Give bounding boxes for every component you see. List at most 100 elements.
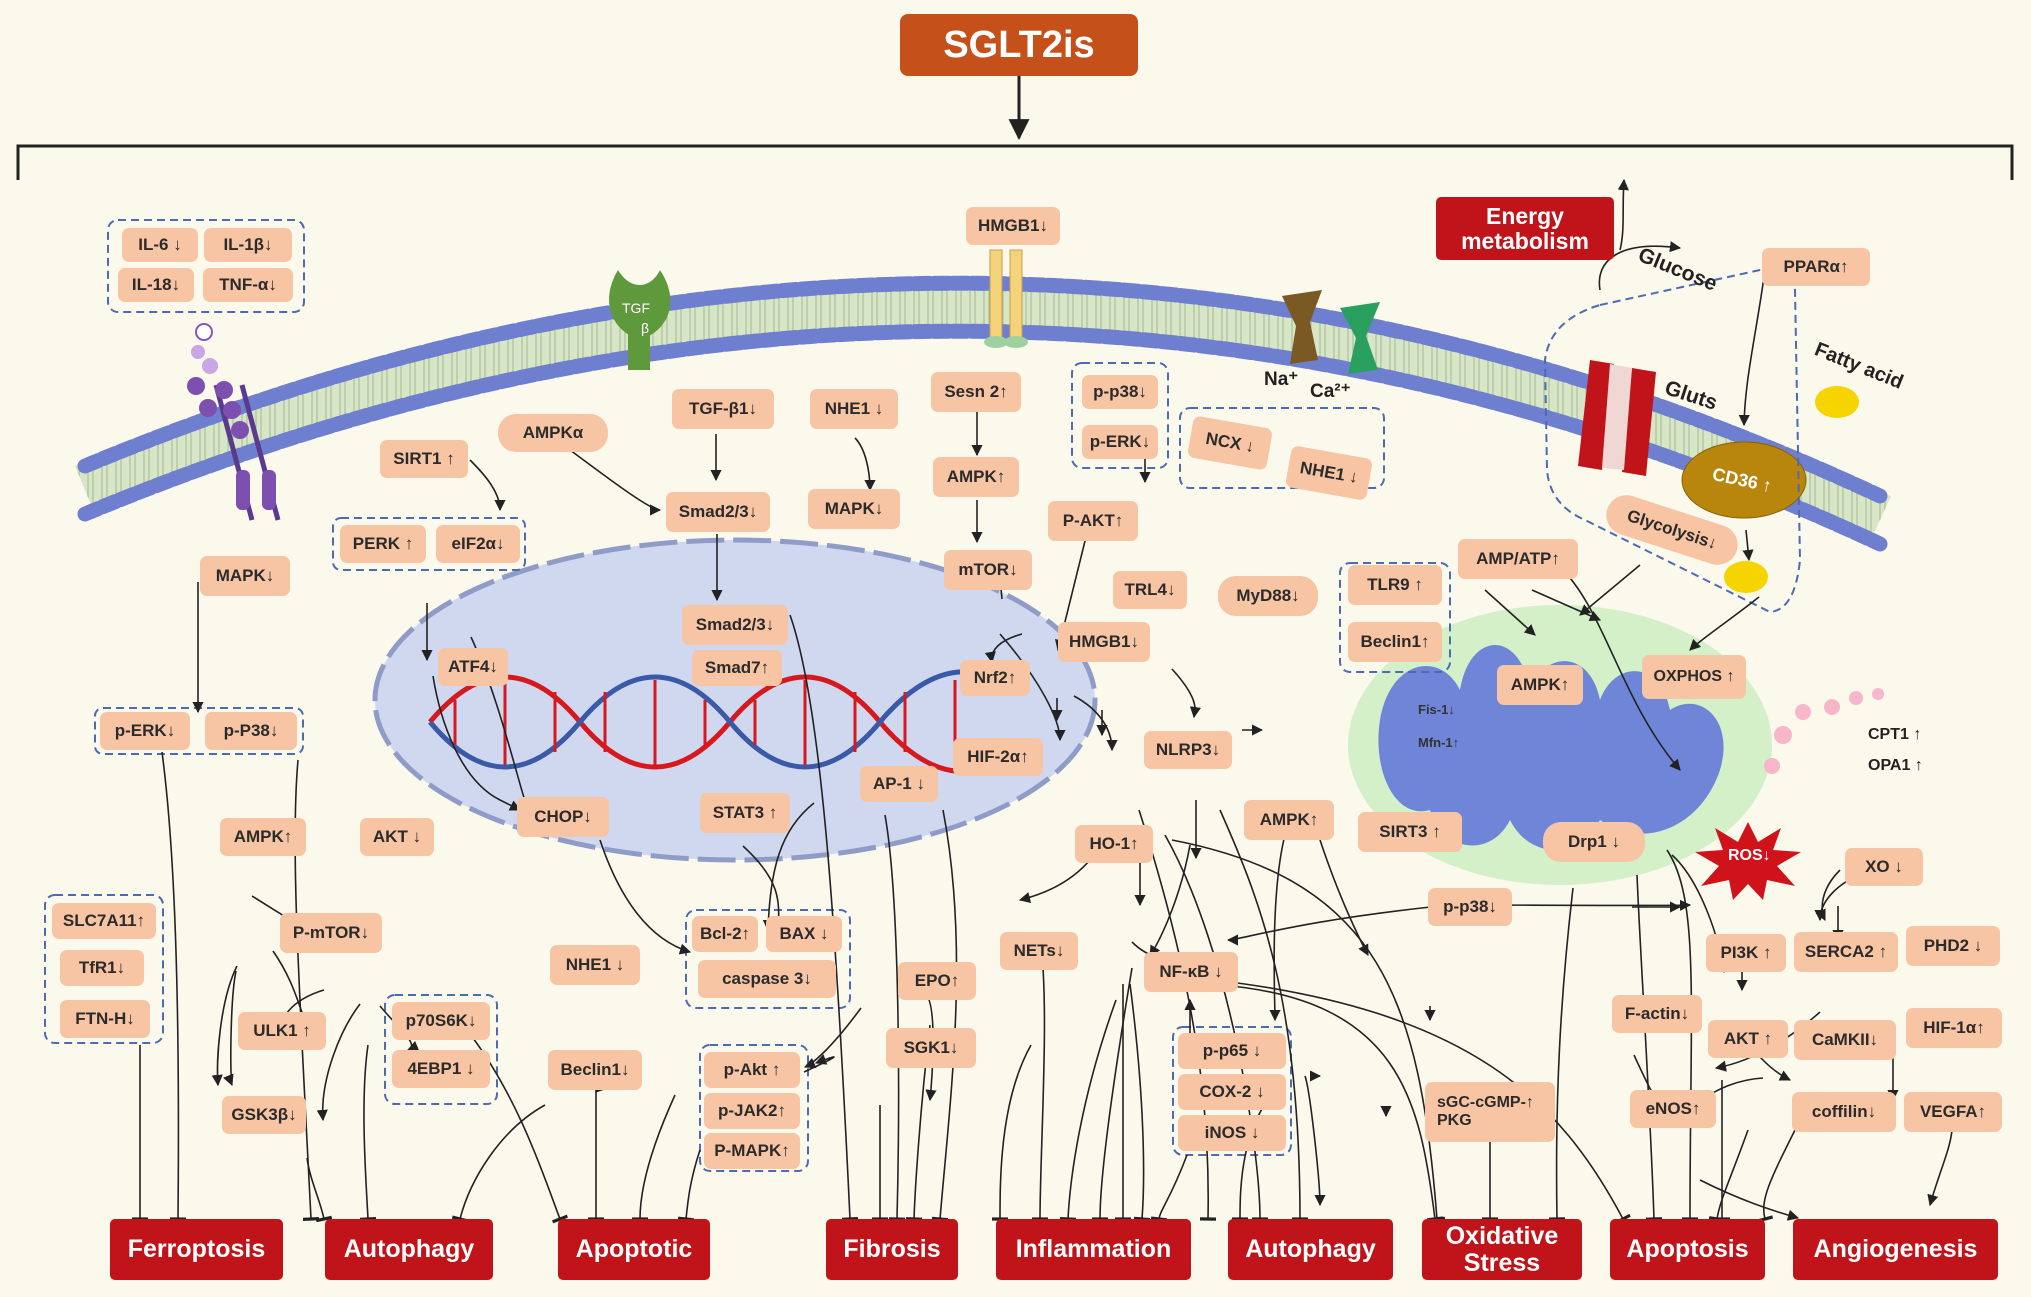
- energy-metabolism-box: Energy metabolism: [1436, 197, 1614, 260]
- atf4-node: ATF4↓: [438, 648, 508, 686]
- sesn2-node: Sesn 2↑: [931, 372, 1021, 412]
- tnfa-node: TNF-α↓: [203, 268, 293, 302]
- chop-node: CHOP↓: [517, 797, 609, 837]
- outcome-apoptotic: Apoptotic: [558, 1219, 710, 1280]
- dna-strand-blue: [428, 669, 1003, 770]
- ros-burst-icon: [1695, 822, 1801, 900]
- smad23-a-node: Smad2/3↓: [666, 492, 770, 532]
- smad23-b-node: Smad2/3↓: [682, 605, 788, 645]
- outcome-fibrosis: Fibrosis: [826, 1219, 958, 1280]
- mapk-b-node: MAPK↓: [808, 489, 900, 529]
- mitochondrion-cristae: [1378, 645, 1724, 850]
- myd88-node: MyD88↓: [1218, 576, 1318, 616]
- sgk1-node: SGK1↓: [886, 1028, 976, 1068]
- ampk-c-node: AMPK↑: [1244, 800, 1334, 840]
- nhe1-c-node: NHE1 ↓: [550, 945, 640, 985]
- hif2a-node: HIF-2α↑: [953, 738, 1043, 776]
- cd36-ellipse: [1681, 441, 1807, 519]
- outcome-apoptosis: Apoptosis: [1610, 1219, 1765, 1280]
- akt-a-node: AKT ↓: [360, 818, 434, 856]
- tfr1-node: TfR1↓: [60, 950, 144, 986]
- trl4-node: TRL4↓: [1113, 571, 1187, 609]
- mapk-a-node: MAPK↓: [200, 556, 290, 596]
- fis1-label: Fis-1↓: [1418, 702, 1455, 717]
- ftnh-node: FTN-H↓: [60, 1000, 150, 1038]
- pmapk-node: P-MAPK↑: [704, 1133, 800, 1169]
- cox2-node: COX-2 ↓: [1178, 1074, 1286, 1110]
- il18-node: IL-18↓: [118, 268, 194, 302]
- beta-label: β: [641, 320, 650, 336]
- outcome-autophagy-right: Autophagy: [1228, 1219, 1393, 1280]
- p-erk-a-node: p-ERK↓: [1082, 425, 1158, 459]
- gsk3b-node: GSK3β↓: [222, 1096, 306, 1134]
- pakt-a-node: P-AKT↑: [1048, 501, 1138, 541]
- akt-b-node: AKT ↑: [1708, 1020, 1788, 1058]
- pmtor-node: P-mTOR↓: [280, 913, 382, 953]
- perk-node: PERK ↑: [340, 525, 426, 563]
- ros-label: ROS↓: [1728, 847, 1771, 864]
- fatty-acid-droplet: [1815, 386, 1859, 418]
- p70s6k-node: p70S6K↓: [392, 1002, 490, 1040]
- coffilin-node: coffilin↓: [1792, 1092, 1896, 1132]
- ampka-node: AMPKα: [498, 414, 608, 452]
- na-channel: [1282, 290, 1322, 364]
- hmgb1-b-node: HMGB1↓: [1058, 622, 1150, 662]
- nfkb-node: NF-κB ↓: [1144, 952, 1238, 992]
- bcl2-node: Bcl-2↑: [692, 916, 758, 952]
- epo-node: EPO↑: [898, 962, 976, 1000]
- title-sglt2is: SGLT2is: [900, 14, 1138, 76]
- glut-transporter: [1578, 360, 1656, 476]
- il6-node: IL-6 ↓: [122, 228, 198, 262]
- caspase3-node: caspase 3↓: [698, 960, 836, 998]
- ampk-a-node: AMPK↑: [933, 457, 1019, 497]
- inos-node: iNOS ↓: [1178, 1115, 1286, 1151]
- cpt1-label: CPT1 ↑: [1868, 726, 1922, 743]
- sirt3-node: SIRT3 ↑: [1358, 812, 1462, 852]
- outcome-inflammation: Inflammation: [996, 1219, 1191, 1280]
- serca2-node: SERCA2 ↑: [1794, 932, 1898, 972]
- nets-node: NETs↓: [1000, 932, 1078, 970]
- sirt1-node: SIRT1 ↑: [380, 440, 468, 478]
- ampk-b-node: AMPK↑: [220, 818, 306, 856]
- ampk-mito-node: AMPK↑: [1497, 665, 1583, 705]
- camkii-node: CaMKII↓: [1794, 1020, 1896, 1060]
- bracket: [16, 144, 2014, 180]
- nhe1-a-node: NHE1 ↓: [810, 389, 898, 429]
- ap1-node: AP-1 ↓: [860, 766, 938, 802]
- fatty-droplets: [1764, 688, 1884, 774]
- vegfa-node: VEGFA↑: [1904, 1092, 2002, 1132]
- sgc-cgmp-pkg-node: sGC-cGMP-↑ PKG: [1425, 1082, 1555, 1142]
- hmgb1-channel: [984, 249, 1028, 348]
- hmgb1-top-node: HMGB1↓: [966, 207, 1060, 245]
- p-p38-c-node: p-p38↓: [1428, 888, 1512, 926]
- drp1-node: Drp1 ↓: [1543, 822, 1645, 862]
- fatty-acid-droplet-inner: [1724, 561, 1768, 593]
- enos-node: eNOS↑: [1630, 1090, 1716, 1128]
- xo-node: XO ↓: [1845, 848, 1923, 886]
- outcome-angiogenesis: Angiogenesis: [1793, 1219, 1998, 1280]
- p-p38-b-node: p-P38↓: [205, 712, 297, 750]
- ca-channel: [1340, 302, 1380, 374]
- opa1-label: OPA1 ↑: [1868, 757, 1923, 774]
- 4ebp1-node: 4EBP1 ↓: [392, 1050, 490, 1088]
- tgfb1-node: TGF-β1↓: [672, 389, 774, 429]
- il1b-node: IL-1β↓: [204, 228, 292, 262]
- p-erk-b-node: p-ERK↓: [100, 712, 190, 750]
- outcome-oxidative-stress: Oxidative Stress: [1422, 1219, 1582, 1280]
- ho1-node: HO-1↑: [1075, 825, 1153, 863]
- bax-node: BAX ↓: [766, 916, 842, 952]
- oxphos-node: OXPHOS ↑: [1642, 655, 1746, 699]
- tgf-label: TGF: [622, 300, 650, 316]
- stat3-node: STAT3 ↑: [700, 793, 790, 833]
- na-label: Na⁺: [1264, 369, 1299, 390]
- hif1a-node: HIF-1α↑: [1906, 1008, 2002, 1048]
- tlr9-node: TLR9 ↑: [1348, 565, 1442, 605]
- p-p38-a-node: p-p38↓: [1082, 375, 1158, 409]
- tgf-receptor: [609, 270, 671, 370]
- nlrp3-node: NLRP3↓: [1144, 731, 1232, 769]
- slc7a11-node: SLC7A11↑: [52, 903, 156, 939]
- cytokine-receptor: [187, 323, 281, 521]
- mtor-node: mTOR↓: [944, 550, 1032, 590]
- factin-node: F-actin↓: [1612, 995, 1702, 1033]
